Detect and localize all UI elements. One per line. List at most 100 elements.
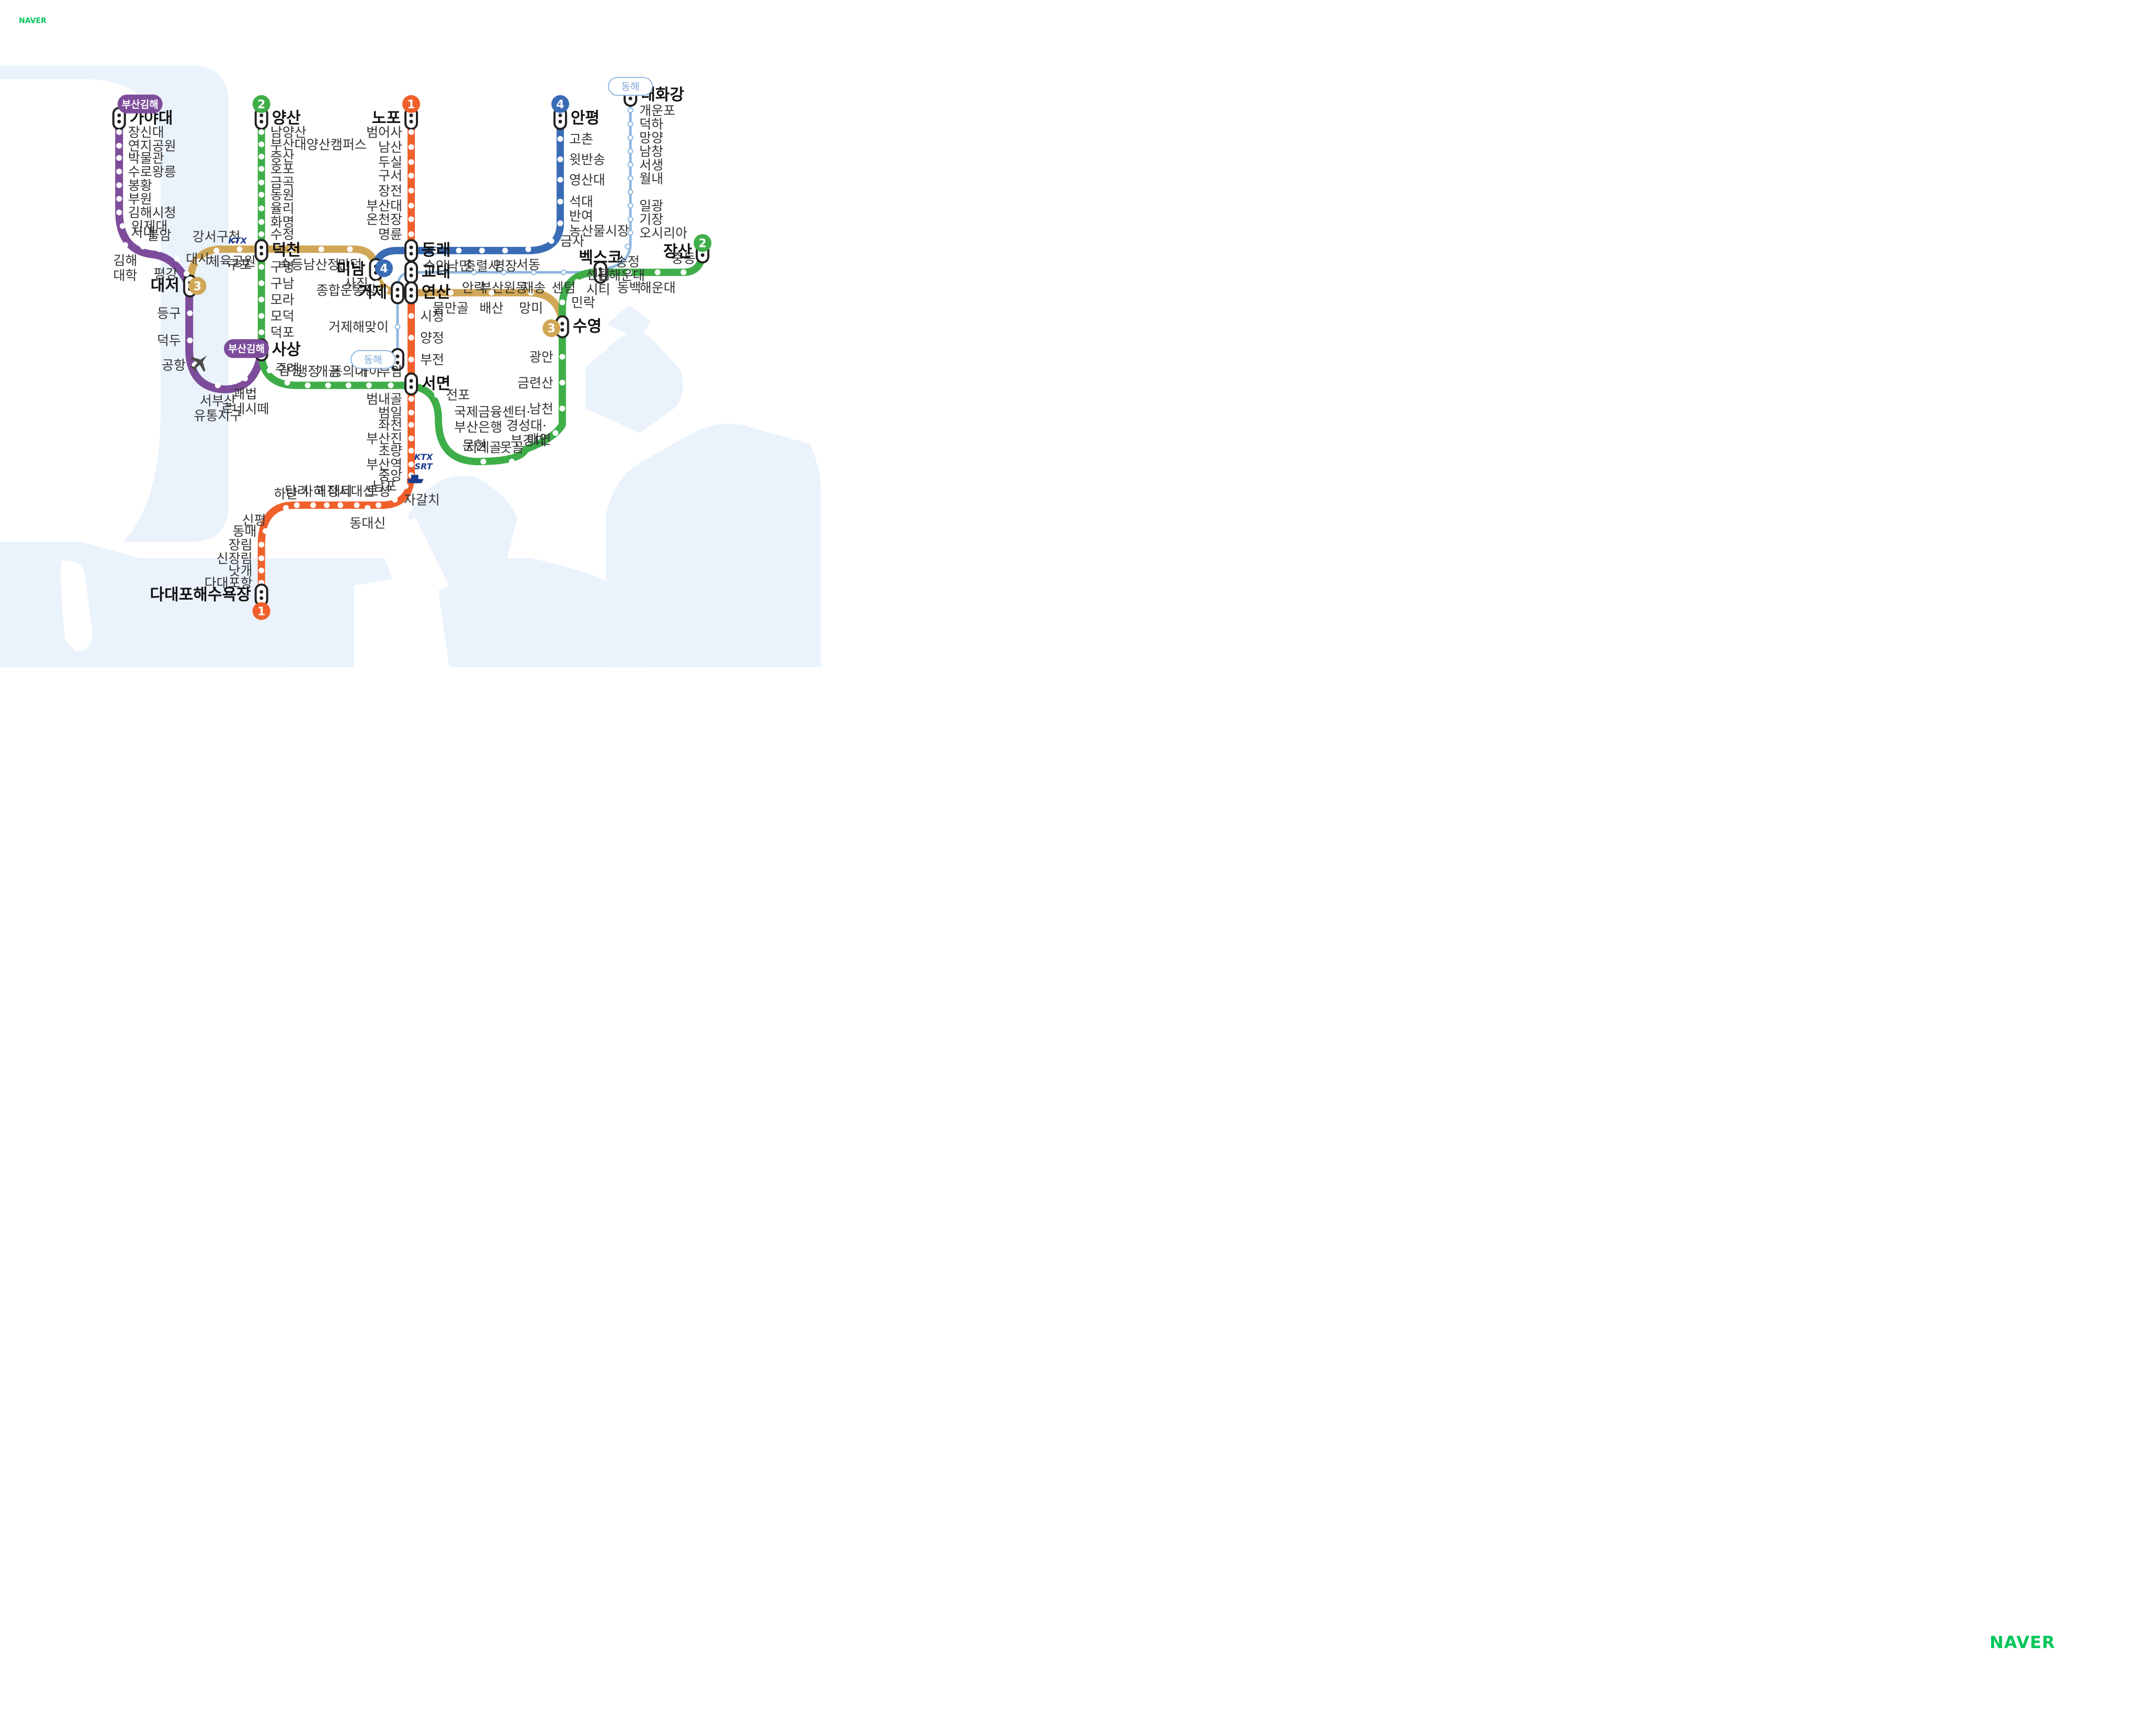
station-dot[interactable] xyxy=(196,258,202,265)
station-dot[interactable] xyxy=(408,144,414,150)
transfer-station[interactable] xyxy=(254,239,268,262)
station-dot[interactable] xyxy=(501,269,507,275)
station-dot[interactable] xyxy=(116,196,122,202)
transfer-station[interactable] xyxy=(404,261,418,284)
station-dot[interactable] xyxy=(324,502,330,508)
station-dot[interactable] xyxy=(627,189,634,195)
station-dot[interactable] xyxy=(408,410,414,416)
station-dot[interactable] xyxy=(408,216,414,222)
station-dot[interactable] xyxy=(116,209,122,216)
station-dot[interactable] xyxy=(408,187,414,194)
station-dot[interactable] xyxy=(304,382,311,388)
station-dot[interactable] xyxy=(559,299,566,306)
station-dot[interactable] xyxy=(627,216,634,222)
station-dot[interactable] xyxy=(557,136,563,142)
station-dot[interactable] xyxy=(140,243,146,250)
station-dot[interactable] xyxy=(479,247,485,254)
station-dot[interactable] xyxy=(258,297,265,302)
station-dot[interactable] xyxy=(283,505,289,511)
station-dot[interactable] xyxy=(654,269,661,275)
station-dot[interactable] xyxy=(394,324,401,330)
station-dot[interactable] xyxy=(337,502,344,508)
station-dot[interactable] xyxy=(347,246,353,252)
station-dot[interactable] xyxy=(627,202,634,209)
station-dot[interactable] xyxy=(434,392,440,398)
station-dot[interactable] xyxy=(272,517,278,523)
station-dot[interactable] xyxy=(258,141,265,148)
station-dot[interactable] xyxy=(574,279,580,285)
station-dot[interactable] xyxy=(258,191,265,198)
station-dot[interactable] xyxy=(450,442,457,448)
station-dot[interactable] xyxy=(440,269,447,275)
station-dot[interactable] xyxy=(213,247,220,254)
station-dot[interactable] xyxy=(366,382,372,388)
station-dot[interactable] xyxy=(408,435,414,442)
station-dot[interactable] xyxy=(408,231,414,238)
station-dot[interactable] xyxy=(236,246,243,252)
station-dot[interactable] xyxy=(184,270,189,277)
station-dot[interactable] xyxy=(116,143,122,149)
station-dot[interactable] xyxy=(288,246,295,252)
station-dot[interactable] xyxy=(625,243,631,250)
transfer-station[interactable] xyxy=(404,372,418,396)
station-dot[interactable] xyxy=(408,313,414,319)
station-dot[interactable] xyxy=(408,461,414,467)
station-dot[interactable] xyxy=(408,159,414,165)
station-dot[interactable] xyxy=(442,416,448,423)
station-dot[interactable] xyxy=(263,528,268,534)
station-dot[interactable] xyxy=(122,242,128,248)
transfer-station[interactable] xyxy=(404,281,418,305)
station-dot[interactable] xyxy=(242,376,248,381)
station-dot[interactable] xyxy=(525,246,532,252)
station-dot[interactable] xyxy=(557,177,563,183)
station-dot[interactable] xyxy=(284,379,290,386)
transfer-station[interactable] xyxy=(593,261,607,284)
station-dot[interactable] xyxy=(376,502,381,508)
station-dot[interactable] xyxy=(258,205,265,211)
station-dot[interactable] xyxy=(258,166,265,172)
station-dot[interactable] xyxy=(258,231,265,238)
station-dot[interactable] xyxy=(258,313,265,319)
station-dot[interactable] xyxy=(408,356,414,363)
station-dot[interactable] xyxy=(258,179,265,186)
station-dot[interactable] xyxy=(471,269,477,275)
station-dot[interactable] xyxy=(557,220,563,227)
station-dot[interactable] xyxy=(559,354,566,360)
station-dot[interactable] xyxy=(536,450,543,457)
station-dot[interactable] xyxy=(509,458,515,465)
station-dot[interactable] xyxy=(559,405,566,412)
station-dot[interactable] xyxy=(266,367,273,374)
station-dot[interactable] xyxy=(627,107,634,114)
station-dot[interactable] xyxy=(119,223,126,229)
station-dot[interactable] xyxy=(627,121,634,127)
station-dot[interactable] xyxy=(156,246,162,252)
station-dot[interactable] xyxy=(627,175,634,182)
station-dot[interactable] xyxy=(528,290,534,296)
station-dot[interactable] xyxy=(408,396,414,402)
station-dot[interactable] xyxy=(325,382,331,388)
station-dot[interactable] xyxy=(388,382,394,388)
station-dot[interactable] xyxy=(354,502,360,508)
station-dot[interactable] xyxy=(627,148,634,154)
station-dot[interactable] xyxy=(559,379,566,386)
station-dot[interactable] xyxy=(258,329,265,335)
station-dot[interactable] xyxy=(681,269,686,275)
station-dot[interactable] xyxy=(530,269,537,275)
station-dot[interactable] xyxy=(560,269,567,275)
station-dot[interactable] xyxy=(174,256,180,262)
station-dot[interactable] xyxy=(408,422,414,428)
station-dot[interactable] xyxy=(408,447,414,454)
station-dot[interactable] xyxy=(557,156,563,162)
station-dot[interactable] xyxy=(456,247,462,254)
station-dot[interactable] xyxy=(392,497,398,503)
station-dot[interactable] xyxy=(403,483,409,489)
station-dot[interactable] xyxy=(116,155,122,161)
station-dot[interactable] xyxy=(552,430,559,436)
station-dot[interactable] xyxy=(365,505,371,511)
station-dot[interactable] xyxy=(627,230,634,236)
station-dot[interactable] xyxy=(382,287,388,293)
station-dot[interactable] xyxy=(258,153,265,160)
station-dot[interactable] xyxy=(548,238,555,244)
station-dot[interactable] xyxy=(258,129,265,135)
